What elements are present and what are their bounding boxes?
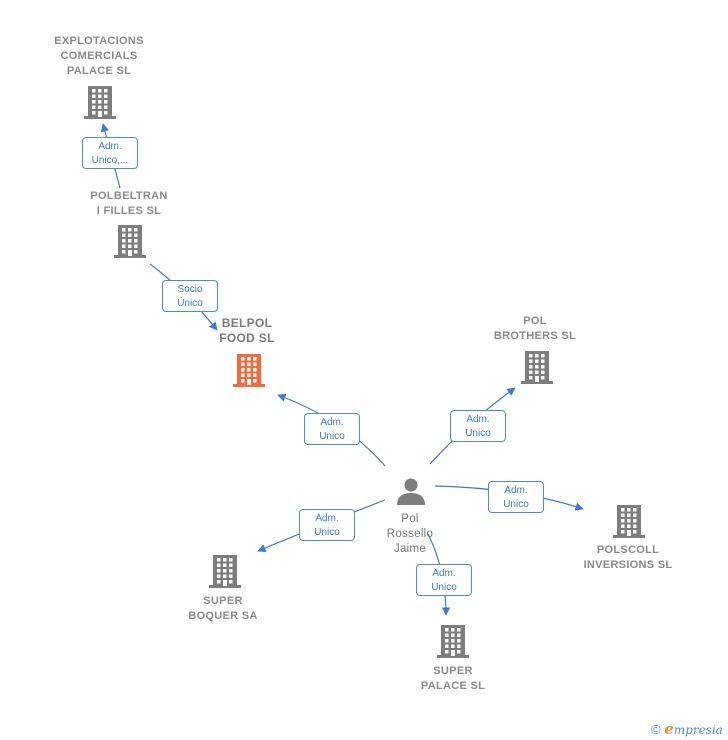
node-label-belpol[interactable]: BELPOL FOOD SL [219, 316, 275, 345]
edge-label-polbeltran-to-explotacions[interactable]: Adm. Unico,... [82, 137, 138, 169]
building-icon[interactable] [521, 351, 553, 384]
edge-label-pol-to-polscoll[interactable]: Adm. Unico [488, 481, 544, 513]
node-label-superboquer[interactable]: SUPER BOQUER SA [188, 595, 258, 622]
edge-label-pol-to-superboquer[interactable]: Adm. Unico [299, 509, 355, 541]
node-label-polscoll[interactable]: POLSCOLL INVERSIONS SL [583, 544, 673, 571]
node-label-superpalace[interactable]: SUPER PALACE SL [420, 665, 486, 692]
copyright-symbol: © [651, 722, 661, 737]
edge-label-pol-to-polbrothers[interactable]: Adm. Unico [450, 410, 506, 442]
building-icon[interactable] [209, 555, 241, 588]
building-icon[interactable] [613, 505, 645, 538]
person-icon[interactable] [397, 478, 425, 506]
edge-label-polbeltran-to-belpol[interactable]: Socio Único [162, 280, 218, 312]
node-label-polbeltran[interactable]: POLBELTRAN I FILLES SL [90, 190, 168, 217]
building-icon[interactable] [437, 625, 469, 658]
building-icon[interactable] [114, 225, 146, 258]
node-label-explotacions[interactable]: EXPLOTACIONS COMERCIALS PALACE SL [54, 35, 144, 77]
node-label-polbrothers[interactable]: POL BROTHERS SL [493, 315, 577, 342]
building-icon[interactable] [233, 354, 265, 387]
edge-label-pol-to-superpalace[interactable]: Adm. Unico [416, 564, 472, 596]
node-label-pol[interactable]: Pol Rossello Jaime [386, 513, 434, 555]
building-icon[interactable] [84, 86, 116, 119]
empresia-logo: empresia [664, 720, 723, 738]
footer-brand: © empresia [651, 720, 723, 738]
edge-label-pol-to-belpol[interactable]: Adm. Unico [304, 413, 360, 445]
